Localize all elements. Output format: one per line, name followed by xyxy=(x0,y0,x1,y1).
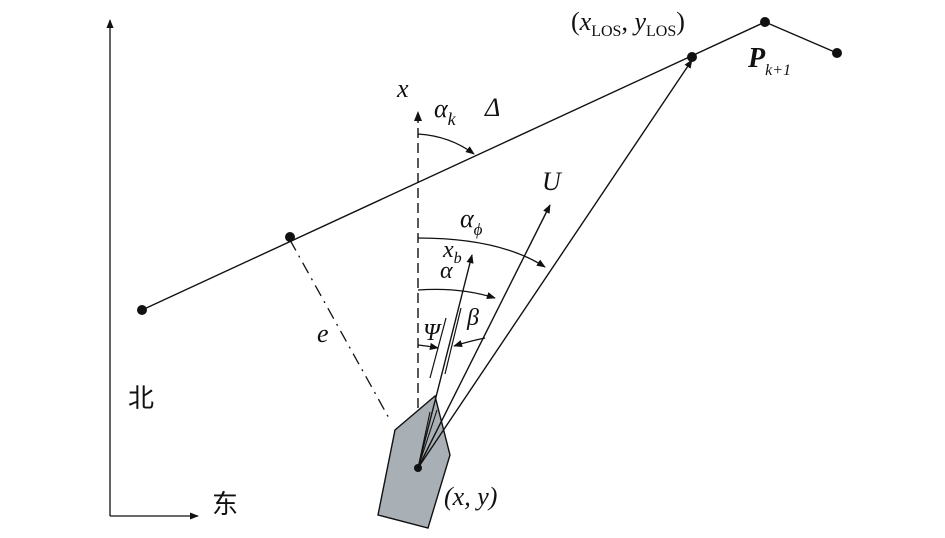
arc-alpha-k xyxy=(417,133,475,155)
los-point-label: (xLOS, yLOS) xyxy=(571,7,685,40)
ship-hull xyxy=(377,394,451,529)
alpha-phi-label: αϕ xyxy=(460,204,483,239)
beta-label: β xyxy=(466,305,479,331)
waypoint-start xyxy=(137,305,147,315)
waypoint-pk1 xyxy=(832,48,842,58)
cross-track-error-line xyxy=(289,239,391,421)
north-label: 北 xyxy=(128,384,154,414)
waypoint-pk xyxy=(760,17,770,27)
arc-alpha-phi xyxy=(417,237,546,268)
los-vector xyxy=(417,59,693,469)
delta-label: Δ xyxy=(484,93,500,122)
heading-tick-2 xyxy=(444,307,462,375)
x-axis-label: x xyxy=(396,74,409,103)
east-label: 东 xyxy=(212,490,238,520)
arc-alpha xyxy=(417,288,496,300)
u-label: U xyxy=(542,167,563,196)
arc-psi xyxy=(417,342,439,350)
x-reference-arrowhead xyxy=(414,111,422,121)
path-segment xyxy=(141,21,766,311)
alpha-label: α xyxy=(440,258,453,284)
fan-line-2 xyxy=(417,409,438,469)
cross-track-foot xyxy=(285,232,295,242)
alpha-k-label: αk xyxy=(434,94,457,129)
pk1-label: Pk+1 xyxy=(747,43,791,79)
arc-beta xyxy=(453,337,486,348)
path-segment-next xyxy=(764,21,838,54)
ship-position-label: (x, y) xyxy=(444,482,497,511)
ship-position-dot xyxy=(414,464,422,472)
velocity-vector-u xyxy=(417,204,551,469)
psi-label: Ψ xyxy=(423,320,442,346)
xb-label: xb xyxy=(442,237,462,267)
e-label: e xyxy=(317,319,329,348)
fan-line-1 xyxy=(417,411,431,469)
